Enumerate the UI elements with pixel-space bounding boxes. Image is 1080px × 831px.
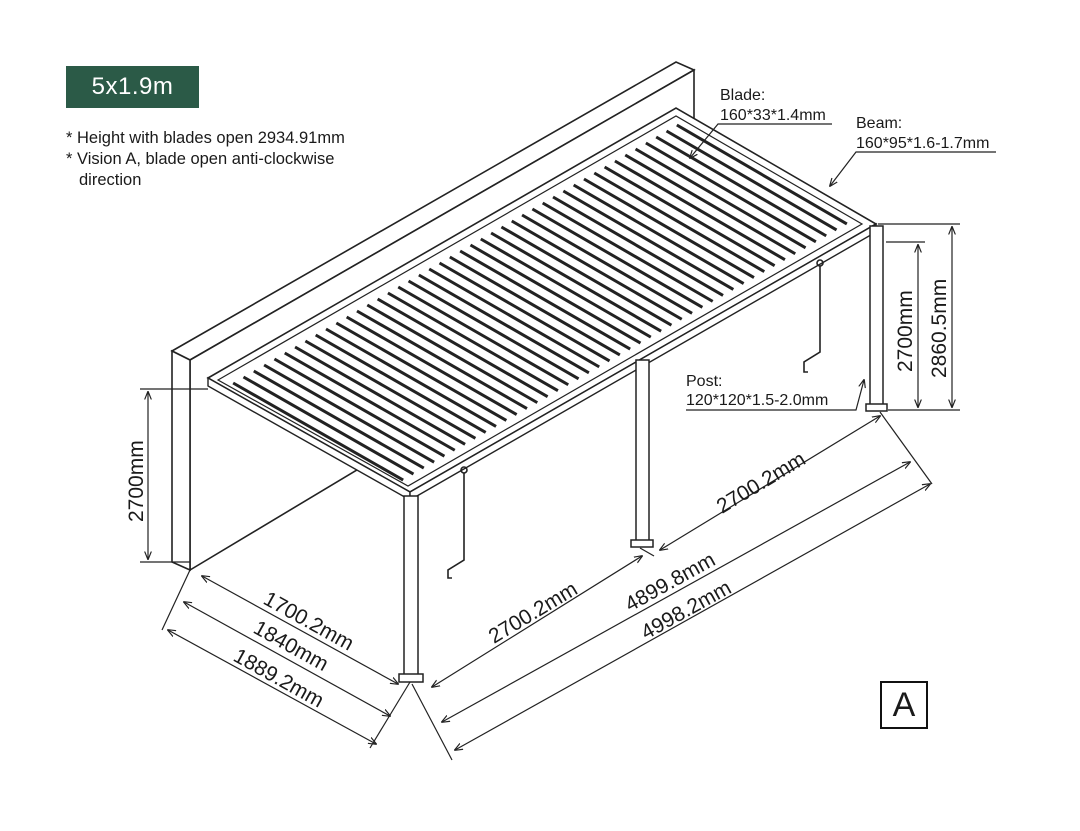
roof-blades [232, 123, 848, 482]
roof-blade [263, 363, 435, 464]
roof-blade [253, 369, 425, 470]
roof-blade [480, 237, 652, 339]
roof-blade [552, 195, 724, 297]
roof-blade [449, 255, 621, 357]
roof-blade [562, 189, 735, 291]
roof-blade [655, 135, 827, 238]
roof-blade [428, 267, 600, 369]
roof-blade [376, 297, 549, 398]
roof-blade [294, 345, 466, 446]
roof-blade [242, 375, 415, 476]
roof-blade [335, 321, 508, 422]
size-badge: 5x1.9m [66, 66, 199, 108]
note-vision-cont: direction [79, 171, 142, 189]
roof-blade [459, 249, 631, 351]
roof-blade [614, 159, 786, 262]
roof-blade [490, 231, 662, 333]
dim-right-height-inner: 2700mm [894, 290, 917, 372]
note-vision: * Vision A, blade open anti-clockwise [66, 150, 335, 168]
beam-leader [830, 151, 996, 186]
beam-title: Beam: [856, 115, 902, 132]
blade-spec: 160*33*1.4mm [720, 107, 826, 124]
crank-right [803, 266, 821, 373]
post-base-right [865, 403, 888, 412]
roof-blade [418, 273, 590, 375]
roof-blade [345, 315, 518, 416]
roof-blade [356, 309, 528, 410]
roof-blade [624, 153, 797, 256]
dim-span-back: 2700.2mm [713, 447, 810, 518]
beam-spec: 160*95*1.6-1.7mm [856, 135, 989, 152]
roof-blade [366, 303, 539, 404]
roof-blade [273, 357, 446, 458]
post-title: Post: [686, 373, 722, 390]
roof-blade [314, 333, 487, 434]
roof-blade [583, 177, 755, 279]
note-height: * Height with blades open 2934.91mm [66, 129, 345, 147]
post-base-front [398, 673, 424, 683]
roof-blade [593, 171, 766, 273]
crank-front [447, 473, 465, 579]
post-front [403, 495, 419, 677]
roof-blade [469, 243, 642, 345]
blade-leader [690, 123, 832, 158]
callouts: Blade: 160*33*1.4mm Beam: 160*95*1.6-1.7… [686, 87, 989, 409]
roof-blade [500, 225, 673, 327]
roof-blade [541, 201, 714, 303]
dim-left-height: 2700mm [125, 440, 148, 522]
dim-right-height-outer: 2860.5mm [928, 279, 951, 378]
roof-blade [304, 339, 477, 440]
roof-blade [510, 219, 683, 321]
roof-blade [645, 141, 817, 244]
roof-blade [676, 123, 848, 226]
roof-blade [531, 207, 704, 309]
dim-span-front: 2700.2mm [485, 577, 582, 648]
post-spec: 120*120*1.5-2.0mm [686, 392, 828, 409]
roof-blade [325, 327, 497, 428]
roof-blade [232, 381, 404, 482]
roof-blade [284, 351, 456, 452]
roof-blade [407, 279, 580, 381]
posts [398, 225, 888, 683]
notes: * Height with blades open 2934.91mm * Vi… [66, 128, 345, 191]
post-leader [686, 380, 864, 411]
roof-blade [521, 213, 693, 315]
roof-blade [438, 261, 611, 363]
roof-blade [397, 285, 569, 387]
roof-blade [603, 165, 776, 267]
roof-blade [572, 183, 745, 285]
view-mark: A [880, 681, 928, 729]
post-right [869, 225, 884, 409]
roof-blade [665, 129, 838, 232]
post-middle [635, 359, 650, 545]
roof-blade [634, 147, 807, 250]
dimension-lines [140, 123, 996, 761]
roof-blade [387, 291, 559, 393]
post-base-middle [630, 539, 654, 548]
blade-title: Blade: [720, 87, 765, 104]
